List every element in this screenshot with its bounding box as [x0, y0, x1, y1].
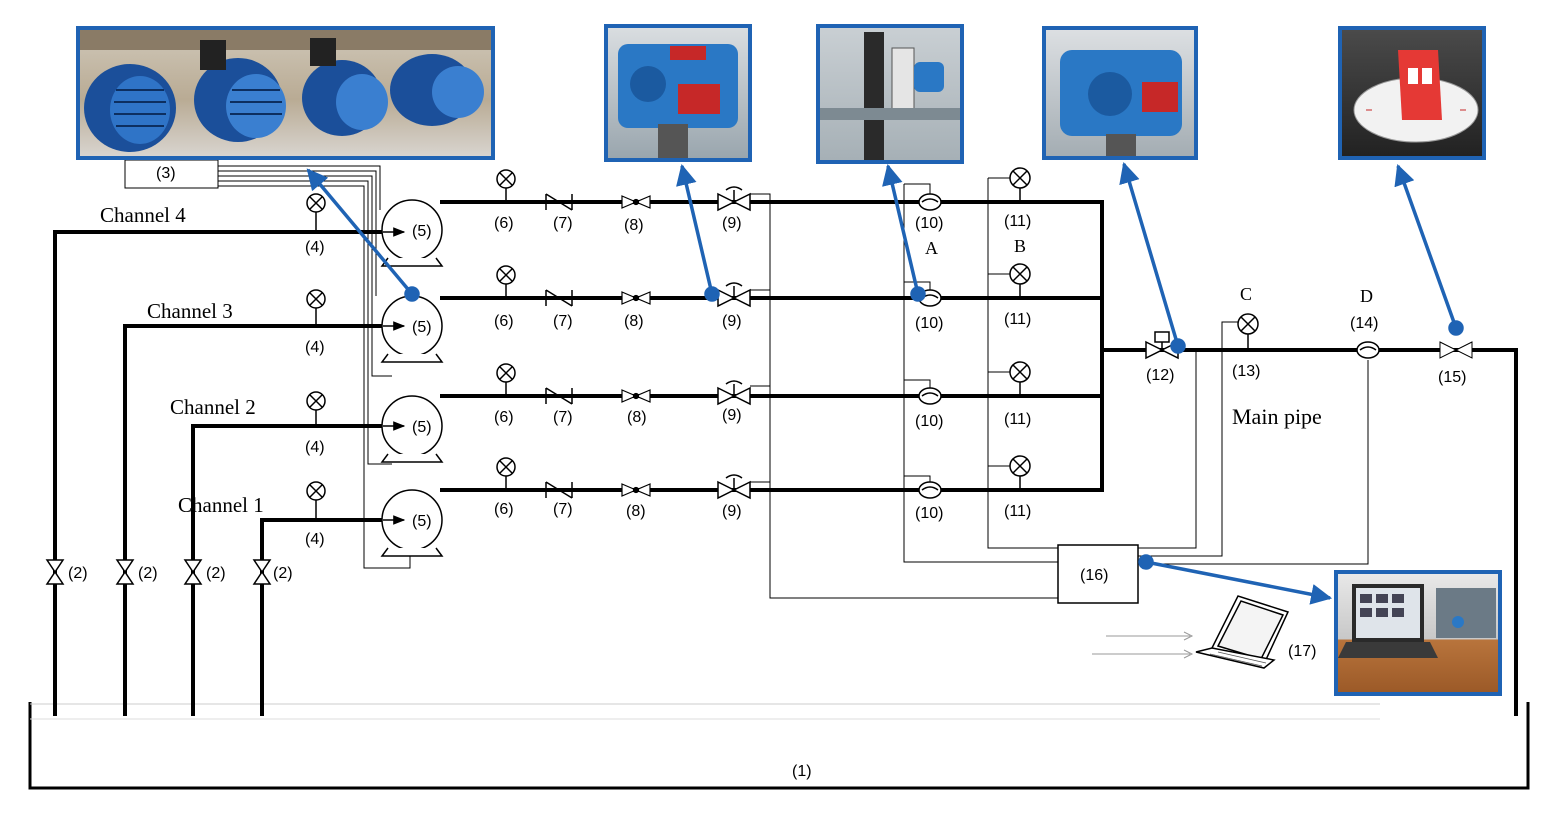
- valve-9-label-a: (9): [722, 215, 742, 232]
- channel-1-label: Channel 1: [178, 493, 264, 517]
- laptop-signal-arrows: [1092, 631, 1194, 659]
- pumps-photo: [76, 26, 495, 160]
- control-box-label: (3): [156, 165, 176, 182]
- gauge-13-label: (13): [1232, 363, 1260, 380]
- check-7-label-b: (7): [553, 313, 573, 330]
- valve-2-label-c: (2): [206, 565, 226, 582]
- gauge-6-label-a: (6): [494, 215, 514, 232]
- valve-2-label-d: (2): [273, 565, 293, 582]
- check-7-label-d: (7): [553, 501, 573, 518]
- main-pipe-label: Main pipe: [1232, 404, 1322, 429]
- discharge-gauges-6: [496, 169, 516, 490]
- check-7-label-c: (7): [553, 409, 573, 426]
- main-valve-photo: [1042, 26, 1198, 160]
- meter-10-label-a: (10): [915, 215, 943, 232]
- gauges-11: [1009, 167, 1031, 490]
- valve-8-label-d: (8): [626, 503, 646, 520]
- valve-wiring: [750, 177, 1369, 599]
- laptop-17-label: (17): [1288, 643, 1316, 660]
- gauge-11-label-a: (11): [1004, 213, 1031, 230]
- gauge-4-label-b: (4): [305, 339, 325, 356]
- valve-dial-icon: [1353, 50, 1479, 143]
- check-7-label-a: (7): [553, 215, 573, 232]
- valve-8-label-a: (8): [624, 217, 644, 234]
- discharge-pipes: [440, 200, 1104, 492]
- pump-5-label-d: (5): [412, 513, 432, 530]
- actuator-valve-icon: [618, 44, 738, 158]
- channel-2-label: Channel 2: [170, 395, 256, 419]
- point-d-label: D: [1360, 286, 1373, 306]
- valve-9-label-b: (9): [722, 313, 742, 330]
- meter-10-label-b: (10): [915, 315, 943, 332]
- pump-5-label-a: (5): [412, 223, 432, 240]
- point-b-label: B: [1014, 236, 1026, 256]
- actuator-icon: [1060, 50, 1182, 156]
- valve-2-label-b: (2): [138, 565, 158, 582]
- valve-9-label-d: (9): [722, 503, 742, 520]
- valve-8-label-c: (8): [627, 409, 647, 426]
- valve-8-label-b: (8): [624, 313, 644, 330]
- pump-5-label-b: (5): [412, 319, 432, 336]
- suction-gauges: [306, 193, 326, 520]
- gauge-4-label-c: (4): [305, 439, 325, 456]
- gauge-6-label-d: (6): [494, 501, 514, 518]
- meter-14-label: (14): [1350, 315, 1378, 332]
- main-pipe: [1102, 348, 1518, 716]
- valve-12-label: (12): [1146, 367, 1174, 384]
- controller-16: [1057, 544, 1139, 604]
- control-box-3: [124, 159, 219, 189]
- suction-pipes: [53, 230, 383, 716]
- pump-5-label-c: (5): [412, 419, 432, 436]
- gauge-11-label-c: (11): [1004, 411, 1031, 428]
- check-valves-7: [545, 193, 573, 499]
- flowmeter-photo: [816, 24, 964, 164]
- suction-valves: [45, 559, 272, 585]
- pump-wiring: [218, 165, 411, 569]
- gauge-11-label-b: (11): [1004, 311, 1031, 328]
- point-a-label: A: [925, 238, 938, 258]
- flowmeter-icon: [820, 32, 960, 160]
- gauge-6-label-c: (6): [494, 409, 514, 426]
- main-valve-12: [1145, 331, 1179, 360]
- meter-10-label-c: (10): [915, 413, 943, 430]
- valve-2-label-a: (2): [68, 565, 88, 582]
- gauge-4-label-d: (4): [305, 531, 325, 548]
- electric-valve-photo: [604, 24, 752, 162]
- channel-4-label: Channel 4: [100, 203, 186, 227]
- callout-arrows: [306, 161, 1464, 605]
- gauge-11-label-d: (11): [1004, 503, 1031, 520]
- valve-15-label: (15): [1438, 369, 1466, 386]
- pumps: [380, 199, 444, 557]
- point-c-label: C: [1240, 284, 1252, 304]
- flowmeters-10: [918, 193, 942, 499]
- tank-label: (1): [792, 763, 812, 780]
- flowmeter-14: [1356, 341, 1380, 359]
- water-tank: [28, 702, 1530, 790]
- valve-15: [1439, 341, 1473, 359]
- butterfly-valve-photo: [1338, 26, 1486, 160]
- electric-valves-9: [717, 186, 751, 500]
- channel-3-label: Channel 3: [147, 299, 233, 323]
- controller-16-label: (16): [1080, 567, 1108, 584]
- pump-motors-icon: [80, 30, 491, 152]
- laptop-photo: [1334, 570, 1502, 696]
- valve-9-label-c: (9): [722, 407, 742, 424]
- laptop-monitor-icon: [1338, 584, 1496, 658]
- gauge-4-label-a: (4): [305, 239, 325, 256]
- laptop-icon: [1195, 595, 1290, 669]
- gauge-6-label-b: (6): [494, 313, 514, 330]
- gauge-13: [1237, 313, 1259, 350]
- meter-10-label-d: (10): [915, 505, 943, 522]
- valves-8: [621, 195, 651, 497]
